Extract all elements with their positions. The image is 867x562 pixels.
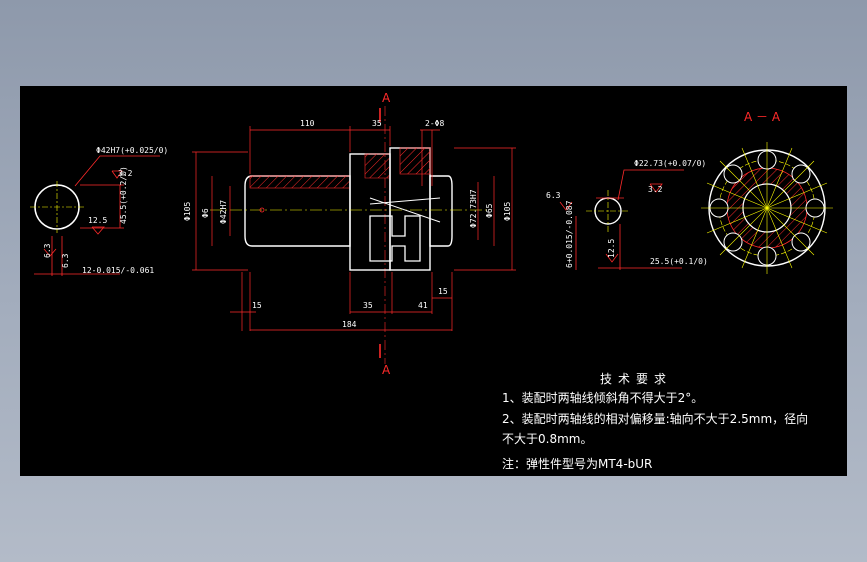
section-mark-top: A [382, 91, 391, 105]
technical-requirements: 技术要求 1、装配时两轴线倾斜角不得大于2°。 2、装配时两轴线的相对偏移量:轴… [502, 372, 808, 471]
dim-phi65: Φ65 [485, 203, 494, 218]
tech-line-2: 2、装配时两轴线的相对偏移量:轴向不大于2.5mm，径向 [502, 411, 808, 426]
left-bore-section: Φ42H7(+0.025/0) 3.2 12.5 45.5(+0.2/0) 6.… [30, 146, 168, 276]
left-rough-3-2: 3.2 [118, 169, 133, 178]
tech-line-1: 1、装配时两轴线倾斜角不得大于2°。 [502, 390, 703, 405]
tech-line-3: 不大于0.8mm。 [502, 432, 592, 446]
dim-15-right: 15 [438, 287, 448, 296]
section-a-a-view: A － A [701, 110, 833, 274]
right-key-dim: 6+0.015/-0.087 [565, 200, 574, 268]
section-a-a-title: A － A [744, 110, 781, 124]
dim-2-phi8: 2-Φ8 [425, 119, 444, 128]
drawing-sheet: Φ42H7(+0.025/0) 3.2 12.5 45.5(+0.2/0) 6.… [20, 86, 847, 476]
right-rough-12-5: 12.5 [607, 239, 616, 258]
dim-phi42: Φ42H7 [219, 200, 228, 224]
left-height-dim: 45.5(+0.2/0) [119, 166, 128, 224]
dim-15-left: 15 [252, 301, 262, 310]
right-bore-section: Φ22.73(+0.07/0) 3.2 6.3 25.5(+0.1/0) 12.… [546, 159, 708, 270]
dim-phi105-right: Φ105 [503, 202, 512, 221]
main-assembly-view: A A 110 35 2-Φ8 [183, 91, 516, 377]
right-bore-dim: Φ22.73(+0.07/0) [634, 159, 706, 168]
right-rough-3-2: 3.2 [648, 185, 663, 194]
left-rough-6-3b: 6.3 [61, 253, 70, 268]
right-height-dim: 25.5(+0.1/0) [650, 257, 708, 266]
dim-35-top: 35 [372, 119, 382, 128]
cad-drawing: Φ42H7(+0.025/0) 3.2 12.5 45.5(+0.2/0) 6.… [30, 91, 833, 471]
dim-phi6: Φ6 [201, 208, 210, 218]
dim-110: 110 [300, 119, 315, 128]
dim-phi72: Φ72.73H7 [469, 189, 478, 228]
dim-184: 184 [342, 320, 357, 329]
dim-35-bottom: 35 [363, 301, 373, 310]
left-rough-12-5: 12.5 [88, 216, 107, 225]
left-rough-6-3a: 6.3 [43, 243, 52, 258]
tech-title: 技术要求 [600, 372, 672, 386]
dim-41: 41 [418, 301, 428, 310]
section-mark-bottom: A [382, 363, 391, 377]
right-rough-6-3: 6.3 [546, 191, 561, 200]
left-bore-dim: Φ42H7(+0.025/0) [96, 146, 168, 155]
dim-phi105-left: Φ105 [183, 202, 192, 221]
tech-note: 注：弹性件型号为MT4-bUR [502, 456, 652, 471]
left-key-dim: 12-0.015/-0.061 [82, 266, 154, 275]
